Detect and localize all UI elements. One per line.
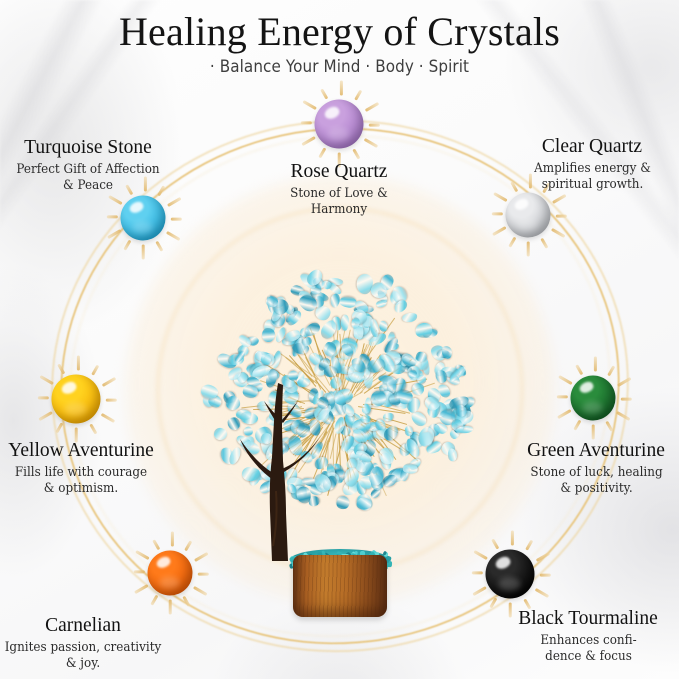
tree-gemstone-chip xyxy=(261,327,275,343)
bead-highlight xyxy=(127,200,145,216)
bead-lower-sheen xyxy=(64,402,87,416)
bead-sphere-green-aventurine xyxy=(570,375,616,421)
crystal-name-yellow-aventurine: Yellow Aventurine xyxy=(8,440,154,461)
crystal-desc-line1: Ignites passion, creativity xyxy=(4,638,162,654)
crystal-desc-line1: Stone of Love & xyxy=(290,184,388,200)
bead-lower-sheen xyxy=(159,576,180,589)
crystal-desc-green-aventurine: Stone of luck, healing& positivity. xyxy=(503,464,679,498)
crystal-name-green-aventurine: Green Aventurine xyxy=(527,440,665,461)
bead-lower-sheen xyxy=(582,401,603,414)
bead-lower-sheen xyxy=(517,218,538,231)
gemstone-tree xyxy=(190,246,490,621)
tree-gemstone-chip xyxy=(401,312,419,324)
tree-gemstone-chip xyxy=(402,462,418,475)
tree-trunk xyxy=(239,383,321,561)
crystal-desc-yellow-aventurine: Fills life with courage& optimism. xyxy=(0,464,176,498)
bead-highlight xyxy=(493,554,512,571)
tree-gemstone-chip xyxy=(378,319,389,332)
crystal-desc-line2: dence & focus xyxy=(544,648,632,664)
crystal-desc-line2: spiritual growth. xyxy=(541,176,643,192)
bead-sphere-rose-quartz xyxy=(314,99,364,149)
tree-gemstone-chip xyxy=(329,293,341,309)
crystal-desc-line1: Enhances confi- xyxy=(539,631,637,647)
crystal-desc-line1: Stone of luck, healing xyxy=(529,463,663,479)
crystal-desc-turquoise-stone: Perfect Gift of Affection& Peace xyxy=(0,161,178,195)
page-title: Healing Energy of Crystals xyxy=(118,9,561,54)
tree-gemstone-chip xyxy=(376,445,396,467)
wood-grain xyxy=(292,555,387,617)
crystal-desc-carnelian: Ignites passion, creativity& joy. xyxy=(0,639,173,673)
crystal-desc-line2: & Peace xyxy=(63,177,113,193)
bead-sphere-yellow-aventurine xyxy=(51,374,101,424)
bead-highlight xyxy=(154,555,172,571)
tree-gemstone-chip xyxy=(340,314,350,332)
bead-lower-sheen xyxy=(498,577,521,591)
bead-highlight xyxy=(512,197,530,213)
bead-highlight xyxy=(59,379,78,396)
crystal-desc-line1: Amplifies energy & xyxy=(533,159,651,175)
bead-sphere-carnelian xyxy=(147,550,193,596)
crystal-desc-line2: & joy. xyxy=(65,655,101,671)
poster-header: Healing Energy of Crystals · Balance You… xyxy=(0,10,679,76)
crystal-name-black-tourmaline: Black Tourmaline xyxy=(518,608,658,629)
tree-gemstone-chip xyxy=(412,382,425,395)
crystal-name-clear-quartz: Clear Quartz xyxy=(541,136,643,157)
page-subtitle: · Balance Your Mind · Body · Spirit xyxy=(209,57,470,77)
crystal-name-carnelian: Carnelian xyxy=(45,615,121,636)
bead-lower-sheen xyxy=(132,221,153,234)
crystal-desc-line2: & positivity. xyxy=(559,480,633,496)
bead-lower-sheen xyxy=(327,127,350,141)
crystal-name-rose-quartz: Rose Quartz xyxy=(290,161,388,182)
crystal-desc-line2: & optimism. xyxy=(43,480,119,496)
tree-gemstone-chip xyxy=(375,298,388,309)
crystal-desc-rose-quartz: Stone of Love &Harmony xyxy=(249,185,430,219)
tree-gemstone-chip xyxy=(355,496,372,510)
crystal-desc-line1: Fills life with courage xyxy=(14,463,148,479)
crystal-name-turquoise-stone: Turquoise Stone xyxy=(24,137,152,158)
tree-gemstone-chip xyxy=(415,350,428,362)
crystal-desc-clear-quartz: Amplifies energy &spiritual growth. xyxy=(509,160,675,194)
crystal-desc-black-tourmaline: Enhances confi-dence & focus xyxy=(500,632,676,666)
bead-sphere-turquoise-stone xyxy=(120,195,166,241)
bead-highlight xyxy=(577,380,595,396)
bead-sphere-black-tourmaline xyxy=(485,549,535,599)
tree-wooden-base xyxy=(292,555,387,617)
bead-sphere-clear-quartz xyxy=(505,192,551,238)
crystal-desc-line1: Perfect Gift of Affection xyxy=(16,160,160,176)
tree-gemstone-chip xyxy=(446,447,458,462)
bead-highlight xyxy=(322,104,341,121)
tree-gemstone-chip xyxy=(265,295,279,308)
crystal-desc-line2: Harmony xyxy=(310,201,368,217)
